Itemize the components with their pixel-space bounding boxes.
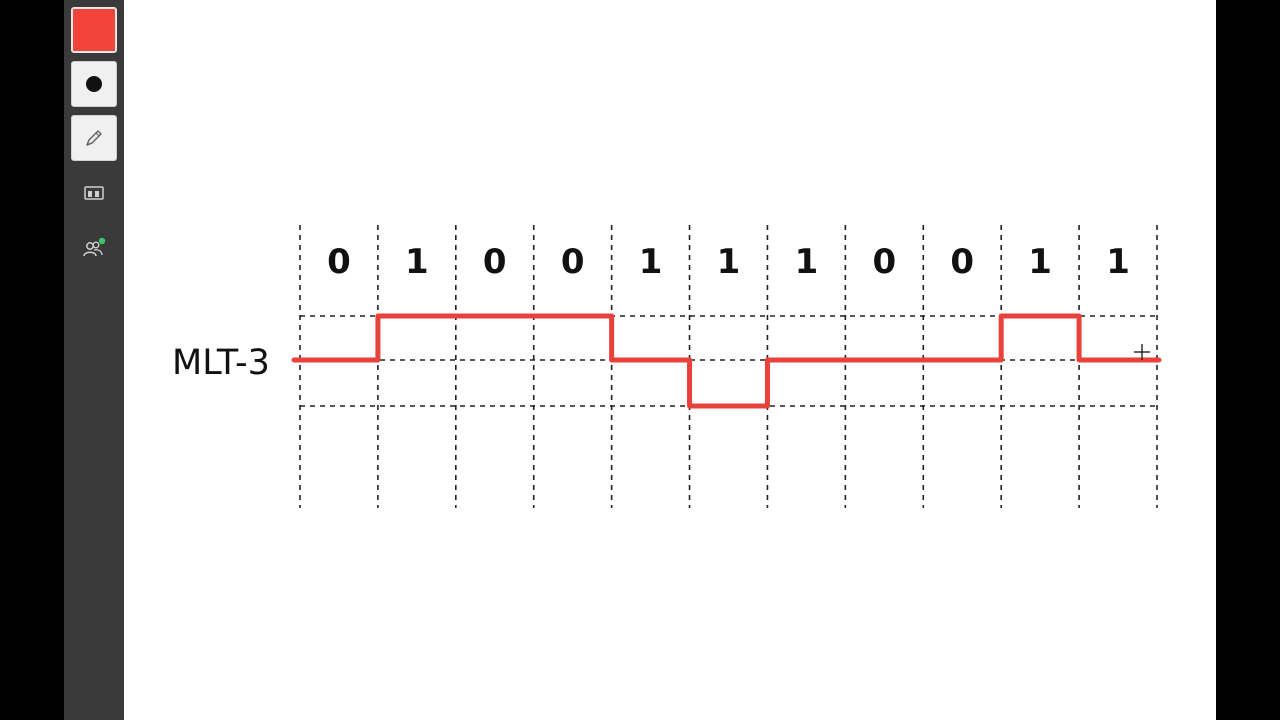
bit-labels: 0 1 0 0 1 1 1 0 0 1 1 — [327, 242, 1130, 282]
slides-icon — [84, 186, 104, 200]
pencil-icon — [86, 130, 102, 146]
bit-label: 1 — [1028, 242, 1052, 282]
bit-label: 1 — [405, 242, 429, 282]
bit-label: 0 — [950, 242, 974, 282]
bit-label: 0 — [872, 242, 896, 282]
pencil-tool-button[interactable] — [71, 115, 117, 161]
cursor-crosshair-icon — [1134, 344, 1150, 360]
bit-label: 0 — [483, 242, 507, 282]
drawing-toolbar — [64, 0, 124, 720]
bit-label: 1 — [717, 242, 741, 282]
bit-label: 0 — [327, 242, 351, 282]
right-letterbox — [1216, 0, 1280, 720]
signal-label: MLT-3 — [172, 343, 270, 383]
bit-label: 1 — [795, 242, 819, 282]
mlt3-waveform — [291, 313, 1162, 409]
users-button[interactable] — [78, 232, 110, 264]
bit-label: 1 — [639, 242, 663, 282]
dot-tool-button[interactable] — [71, 61, 117, 107]
left-letterbox — [0, 0, 64, 720]
slides-button[interactable] — [78, 177, 110, 209]
users-icon — [83, 237, 106, 257]
bit-label: 0 — [561, 242, 585, 282]
color-picker-button[interactable] — [71, 7, 117, 53]
dot-icon — [86, 76, 102, 92]
bit-label: 1 — [1106, 242, 1130, 282]
